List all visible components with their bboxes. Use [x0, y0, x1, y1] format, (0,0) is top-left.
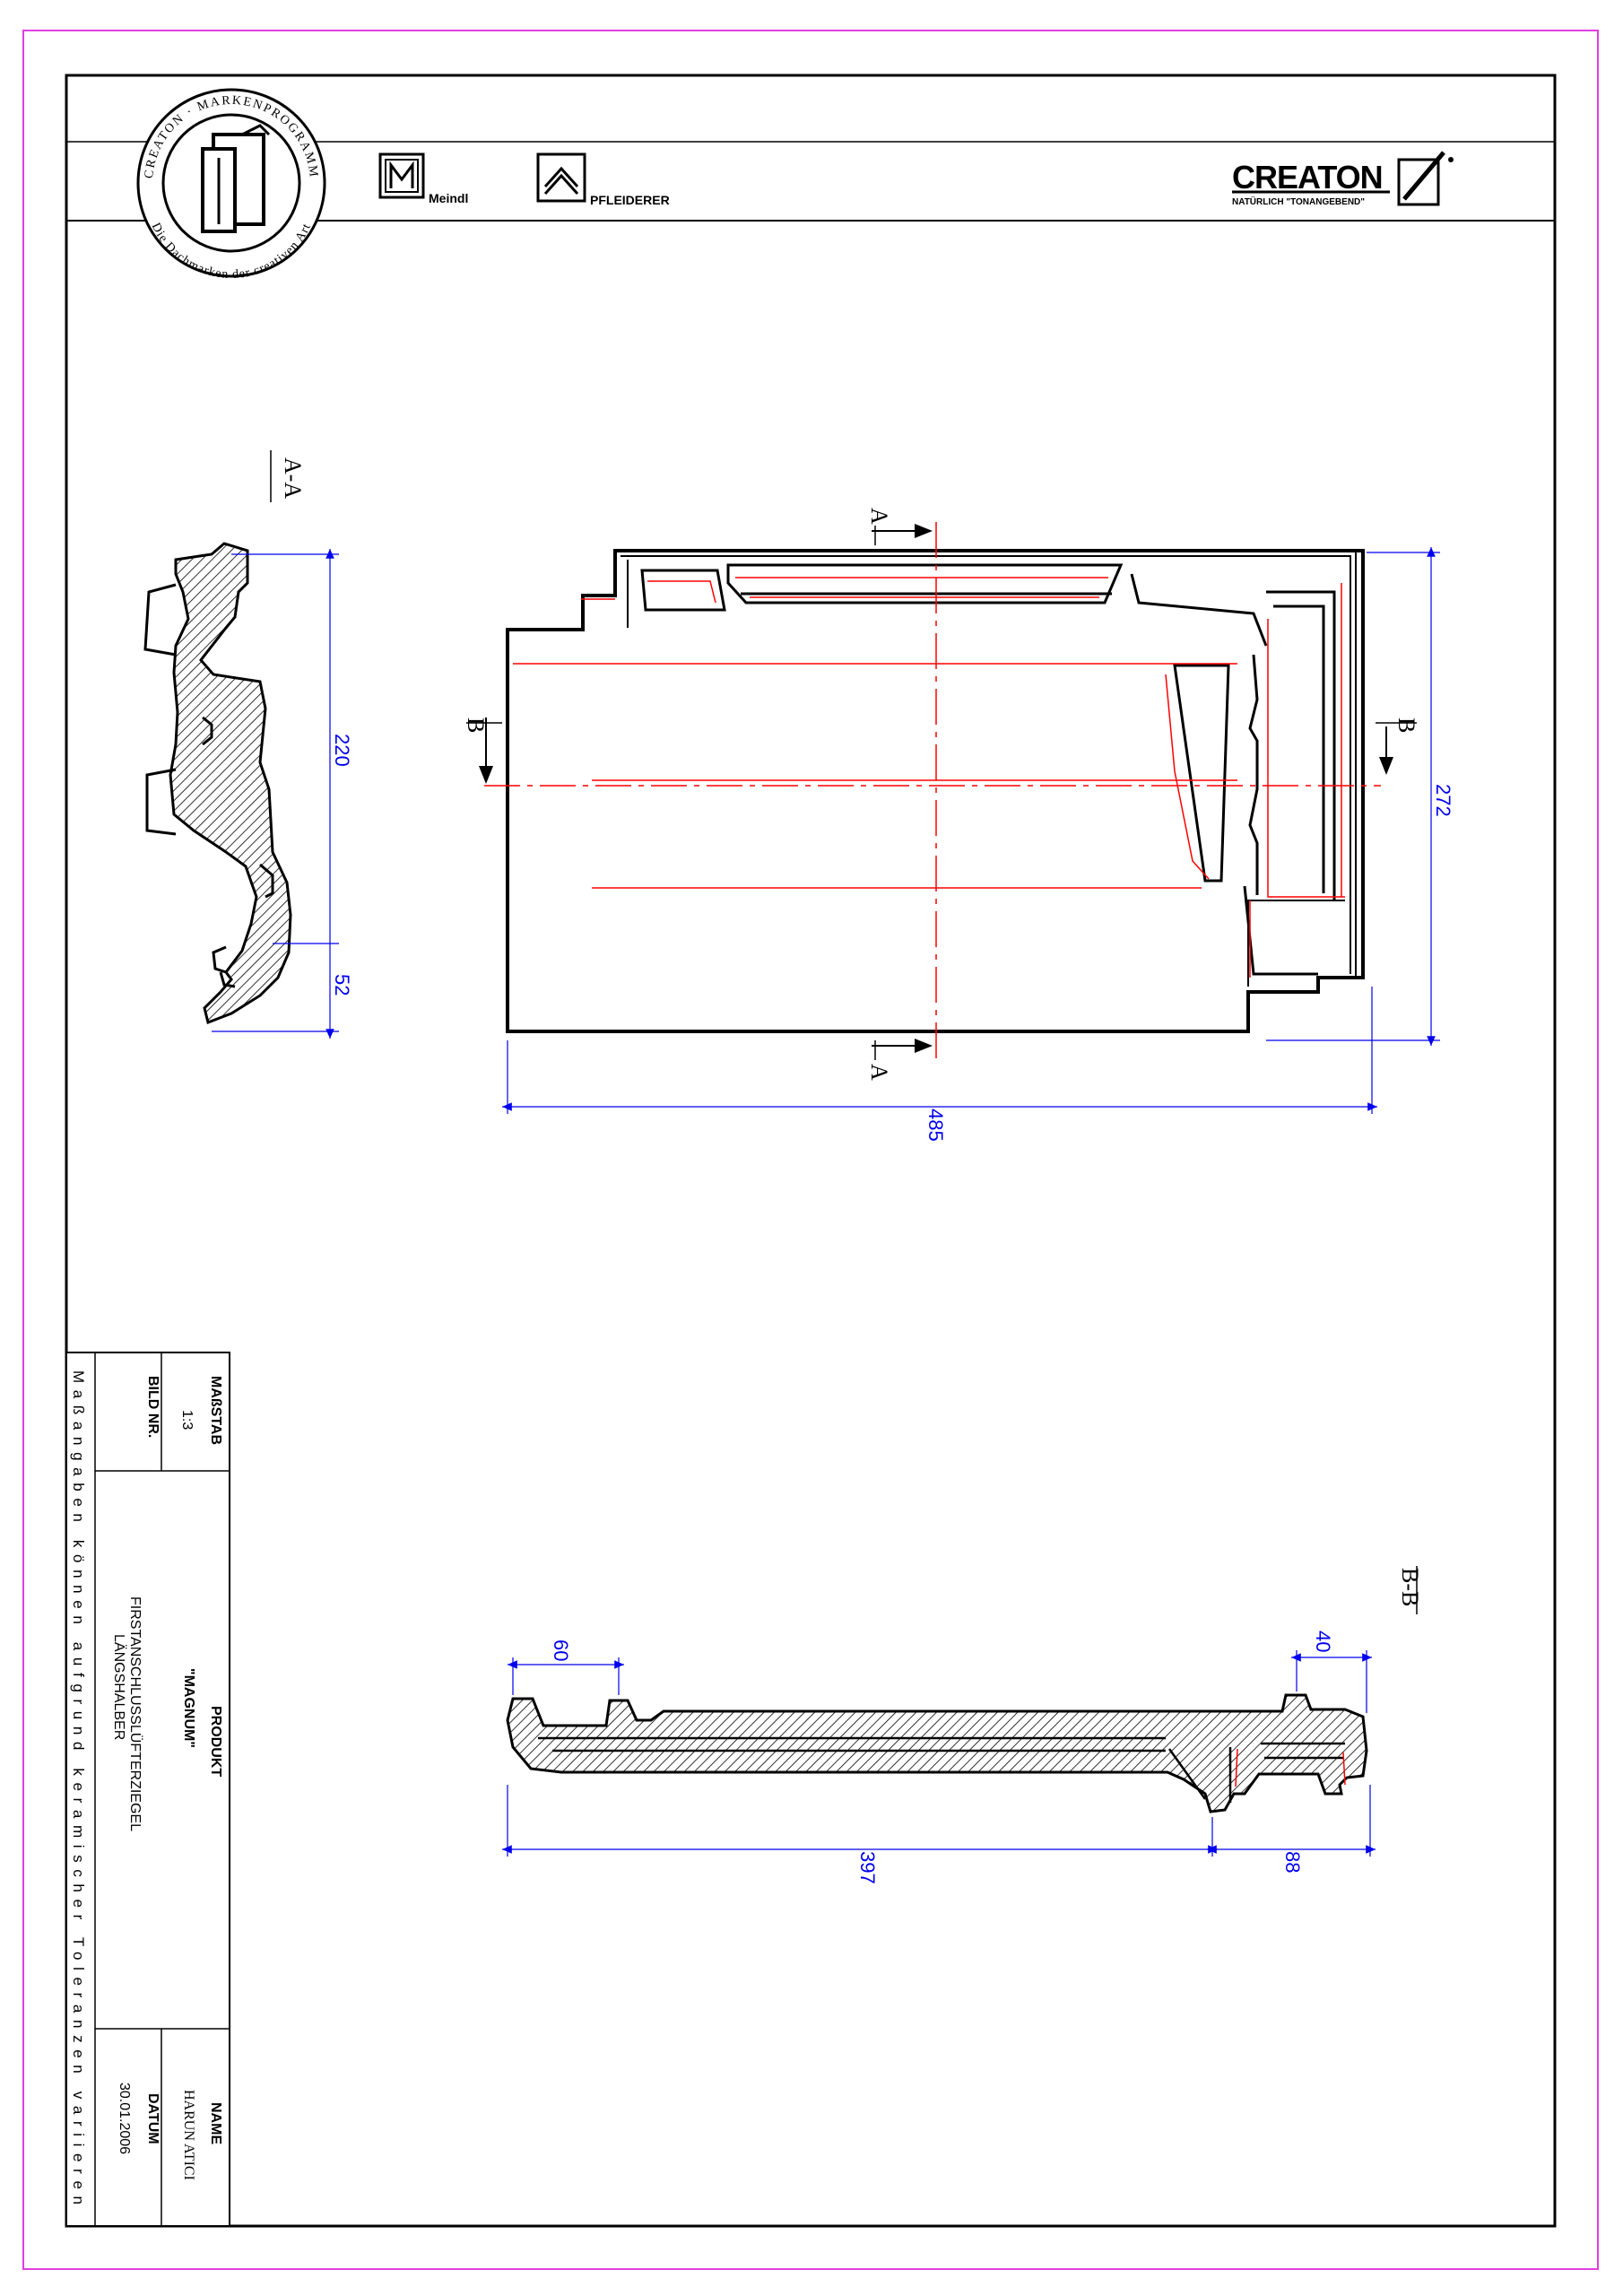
marker-a-top-label: A [866, 508, 892, 525]
section-a-a-title: A-A [280, 457, 306, 499]
plan-inner-frame [621, 551, 1357, 987]
creaton-brand-logo: CREATON NATÜRLICH "TONANGEBEND" [1232, 151, 1454, 207]
date-label: DATUM [145, 2093, 161, 2144]
plan-view: A A B B 272 485 [463, 508, 1454, 1142]
name-value: HARUN ATICI [181, 2090, 196, 2180]
plan-outline [506, 549, 1365, 1033]
section-b-b-hidden [1235, 1748, 1346, 1787]
product-desc-1: FIRSTANSCHLUSSLÜFTERZIEGEL [127, 1596, 143, 1831]
section-a-a-profile [169, 542, 292, 1025]
image-no-label: BILD NR. [145, 1376, 161, 1438]
outer-frame [22, 30, 1599, 2270]
section-marker-b-right: B [1376, 718, 1419, 775]
pfleiderer-logo: PFLEIDERER [536, 152, 670, 207]
product-desc-2: LÄNGSHALBER [111, 1634, 127, 1740]
marker-b-left-label: B [463, 718, 489, 733]
dim-plan-width: 485 [924, 1109, 947, 1142]
scale-value: 1:3 [179, 1410, 195, 1430]
marker-a-bottom-label: A [866, 1064, 892, 1081]
section-marker-b-left: B [463, 718, 502, 784]
meindl-logo: Meindl [378, 152, 468, 205]
date-value: 30.01.2006 [117, 2083, 132, 2154]
title-block: MAßSTAB 1:3 BILD NR. PRODUKT "MAGNUM" FI… [65, 1352, 230, 2227]
product-name: "MAGNUM" [181, 1668, 196, 1748]
dim-bb-end: 88 [1281, 1851, 1304, 1873]
section-b-b-title: B-B [1397, 1568, 1423, 1606]
product-label: PRODUKT [208, 1706, 223, 1777]
section-a-a-view: A-A 220 52 [143, 450, 353, 1039]
drawing-frame [65, 74, 1557, 2228]
plan-hidden-lines [513, 577, 1345, 978]
scale-label: MAßSTAB [208, 1376, 223, 1445]
meindl-label: Meindl [429, 191, 468, 205]
dim-aa-bottom: 52 [331, 974, 353, 996]
section-b-b-profile [506, 1693, 1368, 1813]
section-a-a-ribs [143, 583, 274, 988]
name-label: NAME [208, 2102, 223, 2144]
creaton-seal-logo: CREATON · MARKENPROGRAMM Die Dachmarken … [136, 88, 326, 282]
dim-bb-length: 397 [856, 1851, 879, 1884]
dim-bb-right: 40 [1312, 1631, 1334, 1652]
creaton-tagline: NATÜRLICH "TONANGEBEND" [1232, 196, 1365, 207]
dim-plan-height: 272 [1432, 784, 1454, 817]
pfleiderer-label: PFLEIDERER [590, 193, 670, 207]
plan-groove-right [1243, 590, 1336, 976]
creaton-logo-text: CREATON [1232, 159, 1383, 196]
dim-bb-left: 60 [550, 1639, 572, 1661]
section-b-b-details [538, 1736, 1345, 1803]
dim-aa-height: 220 [331, 734, 353, 767]
marker-b-right-label: B [1393, 718, 1419, 733]
section-marker-a-top: A [866, 508, 933, 545]
plan-groove-top [640, 563, 1268, 883]
section-b-b-view: B-B 60 40 397 88 [502, 1566, 1423, 1884]
section-marker-a-bottom: A [866, 1039, 933, 1081]
